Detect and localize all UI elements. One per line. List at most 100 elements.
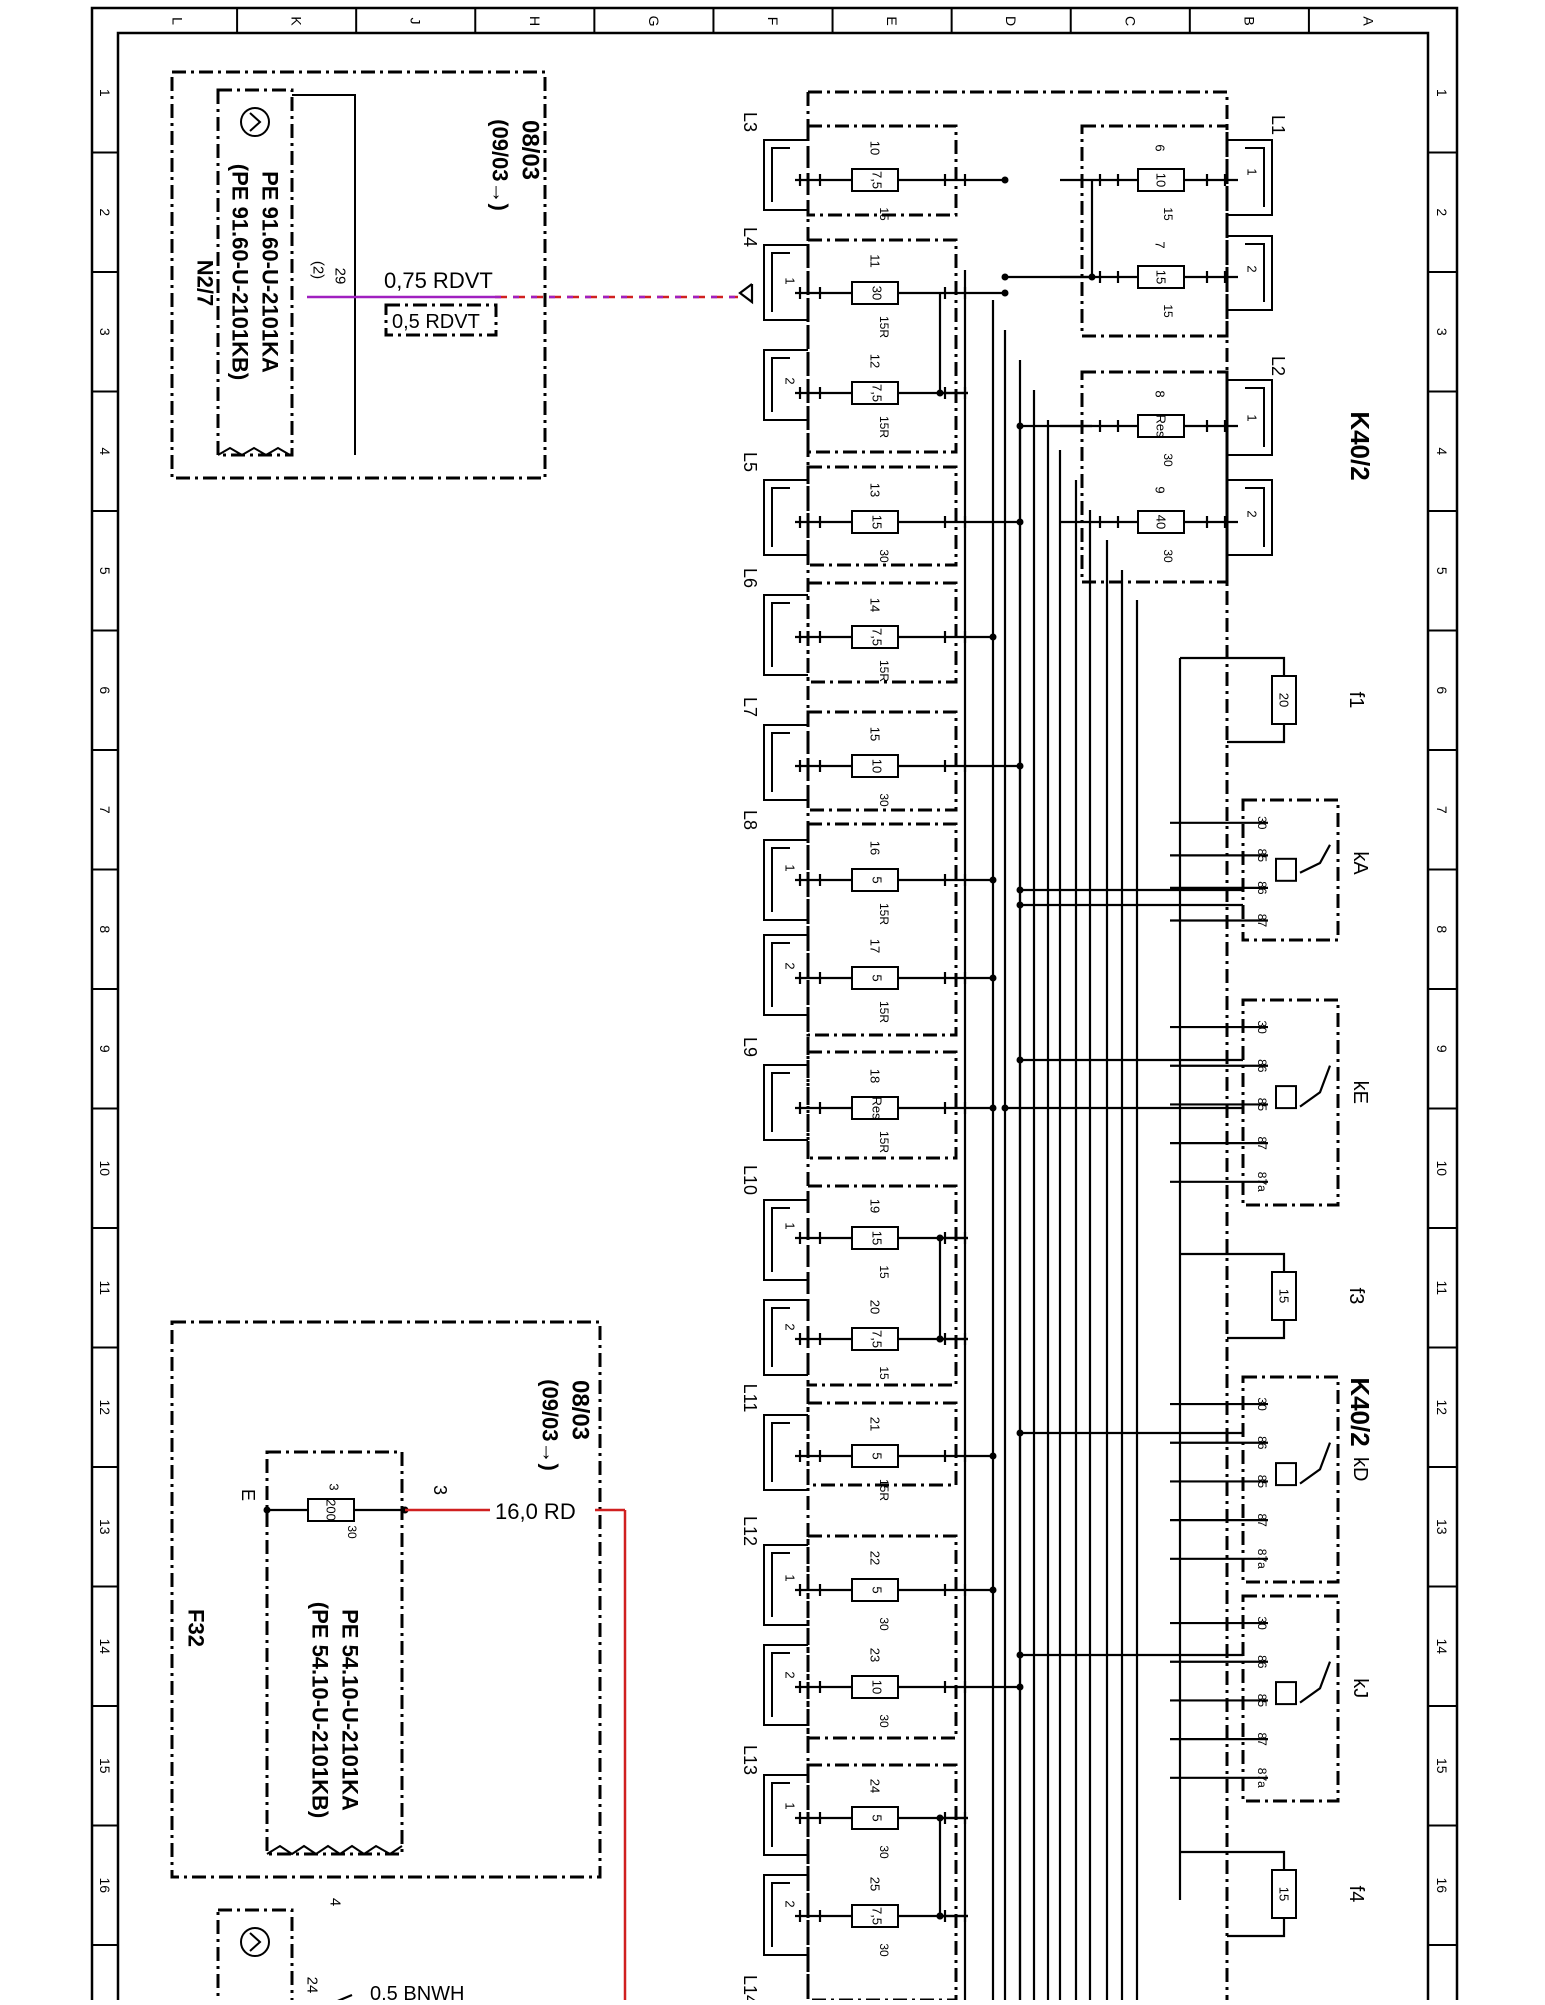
- fuse-terminal: 15R: [877, 903, 891, 925]
- connector-label: L3: [740, 112, 760, 132]
- relay-terminal: 87: [1255, 1732, 1269, 1746]
- side-fuse: [1271, 1271, 1297, 1321]
- grid-number: 11: [97, 1280, 113, 1295]
- labels: 7,51015301115R7,51215R1513307,51415R1015…: [184, 112, 1376, 2005]
- relay-terminal: 87: [1255, 1136, 1269, 1150]
- n27-label: N2/7: [193, 260, 218, 306]
- pin-number: 1: [783, 277, 798, 284]
- wire-label: 0,5 RDVT: [392, 311, 480, 333]
- junction-dot: [1001, 1104, 1009, 1112]
- module-label-lower: K40/2: [1345, 1377, 1375, 1446]
- relay-terminal: 87a: [1255, 1768, 1269, 1788]
- fuse-terminal: 30: [1161, 549, 1175, 563]
- fuse-value: 5: [870, 1814, 885, 1821]
- grid-number: 8: [97, 925, 113, 933]
- connector-bracket: [1227, 235, 1273, 311]
- junction-dot: [1001, 289, 1009, 297]
- fuse-terminal: 15: [1161, 207, 1175, 221]
- grid-number: 12: [97, 1399, 113, 1415]
- fuse-23: [851, 1675, 899, 1699]
- relay-terminal: 85: [1255, 849, 1269, 863]
- grid-number: 4: [1434, 447, 1450, 455]
- transistor-icon: [249, 1932, 262, 1952]
- transistor-icon: [240, 107, 270, 137]
- fuse-18: [851, 1096, 899, 1120]
- wavy-edge: [217, 446, 291, 457]
- relay-terminal: 87: [1255, 1513, 1269, 1527]
- junction-dot: [1016, 1056, 1024, 1064]
- pin-number: 2: [783, 962, 798, 969]
- connector-arrow: [337, 1993, 353, 2005]
- connector-bracket-inner: [771, 1652, 790, 1717]
- fuse-10: [851, 168, 899, 192]
- fuse-value: 7,5: [870, 1330, 885, 1348]
- fuse-terminal: 15: [1161, 304, 1175, 318]
- grid-number: 1: [1434, 89, 1450, 97]
- fuse-block: [806, 1401, 958, 1487]
- pin-number: 24: [304, 1977, 321, 1994]
- pe-ref: (PE 91.60-U-2101KB): [228, 164, 253, 380]
- fuse-6: [1137, 168, 1185, 192]
- fuse-block: [806, 1184, 958, 1387]
- fuse-number: 10: [868, 141, 883, 155]
- connector-bracket-inner: [771, 1072, 790, 1132]
- connector-bracket-inner: [771, 732, 790, 792]
- fuse-value: 7,5: [870, 1907, 885, 1925]
- grid-number: 13: [97, 1519, 113, 1535]
- grid-number: 14: [97, 1638, 113, 1654]
- fuse-number: 16: [868, 841, 883, 855]
- n27-box: [170, 70, 547, 480]
- fuse-block: [806, 124, 958, 217]
- pin-number: 1: [783, 1222, 798, 1229]
- grid-letter: B: [1241, 16, 1257, 25]
- pin-number: 3: [430, 1485, 450, 1495]
- fuse-7: [1137, 265, 1185, 289]
- relay-coil: [1275, 1085, 1297, 1110]
- date-until: 08/03: [517, 120, 544, 180]
- fuse-block-right: [1080, 124, 1229, 338]
- fuse-number: 18: [868, 1069, 883, 1083]
- fuse-block: [806, 1763, 958, 2002]
- connector-bracket-inner: [771, 147, 790, 202]
- pe-ref: PE 54.10-U-2101KA: [338, 1609, 363, 1811]
- date-from: (09/03→): [538, 1379, 563, 1471]
- fuse-terminal: 15R: [877, 660, 891, 682]
- relay-contact: [1299, 1065, 1332, 1108]
- fuse-value: 7,5: [870, 384, 885, 402]
- fuse-14: [851, 625, 899, 649]
- connector-bracket-inner: [1245, 487, 1265, 547]
- side-fuse-value: 20: [1277, 693, 1292, 707]
- fuse-terminal: 30: [877, 549, 891, 563]
- relay-label: kA: [1349, 851, 1371, 875]
- connector-bracket: [763, 479, 808, 556]
- fuse-value: 15: [870, 515, 885, 529]
- fuse-block: [806, 1050, 958, 1160]
- fuse-value: 5: [870, 974, 885, 981]
- junction-dot: [936, 1912, 944, 1920]
- fuse-value: 15: [870, 1231, 885, 1245]
- pin-number: 1: [783, 1802, 798, 1809]
- connector-bracket: [1227, 379, 1273, 456]
- junction-dot: [1016, 901, 1024, 909]
- n27-wire: [292, 94, 356, 455]
- connector-bracket-inner: [771, 1782, 790, 1847]
- transistor-icon: [240, 1927, 270, 1957]
- fuse-value: 10: [1154, 173, 1169, 187]
- fuse-number: 9: [1153, 486, 1168, 493]
- grid-number: 9: [97, 1045, 113, 1053]
- fuse-block: [806, 238, 958, 454]
- parts: [170, 70, 1340, 2005]
- connector-label: L2: [1268, 356, 1288, 376]
- fuse-terminal: 30: [877, 1714, 891, 1728]
- connector-bracket-inner: [771, 357, 790, 412]
- fuse-block: [806, 581, 958, 684]
- fuse-19: [851, 1226, 899, 1250]
- fuse-value: 30: [870, 286, 885, 300]
- fuse-25: [851, 1904, 899, 1928]
- connector-bracket-inner: [771, 1307, 790, 1367]
- relay-terminal: 87a: [1255, 1549, 1269, 1569]
- fuse-15: [851, 754, 899, 778]
- fuse-number: 11: [868, 254, 883, 268]
- fuse-number: 25: [868, 1877, 883, 1891]
- junction-dot: [263, 1506, 271, 1514]
